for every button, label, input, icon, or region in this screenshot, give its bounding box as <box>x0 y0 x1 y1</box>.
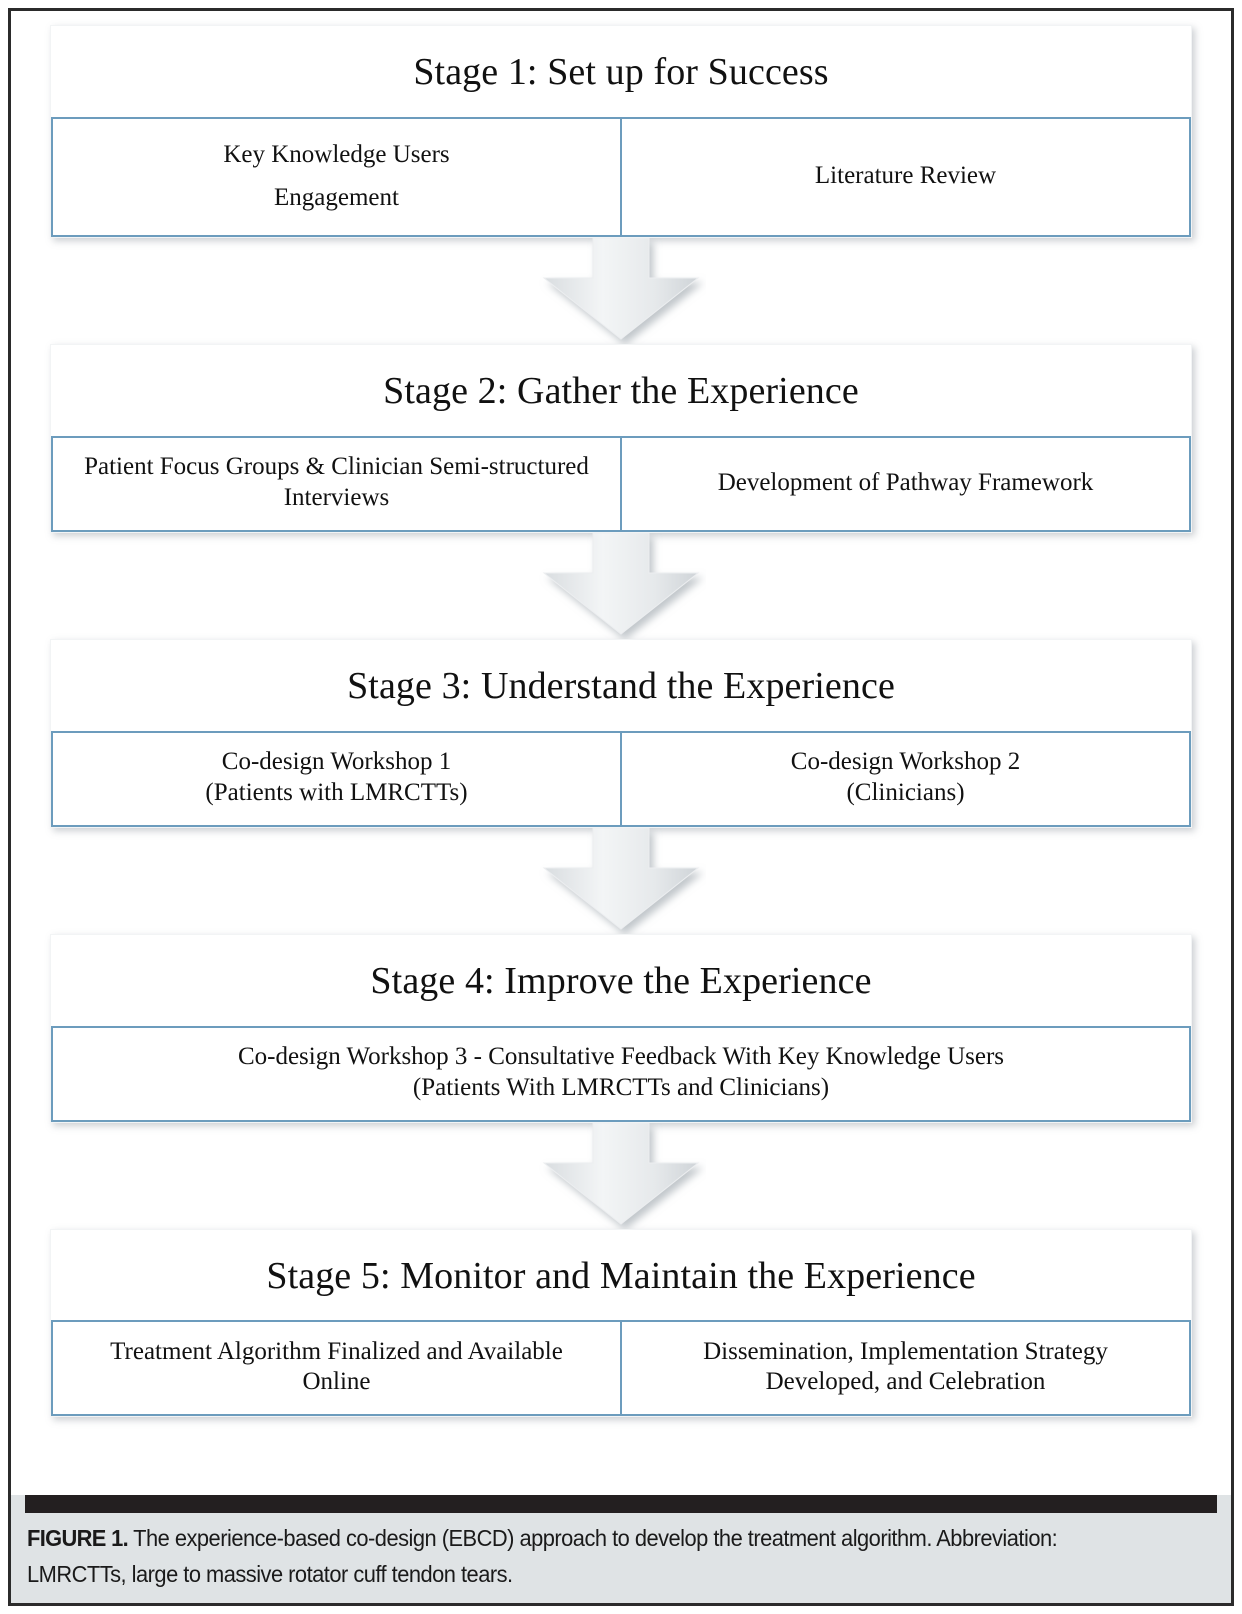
substage-text-line: Literature Review <box>814 162 997 190</box>
stage-3-substage-2: Co-design Workshop 2(Clinicians) <box>620 732 1189 825</box>
stage-4-substage-1: Co-design Workshop 3 - Consultative Feed… <box>53 1028 1189 1120</box>
stage-title-3: Stage 3: Understand the Experience <box>347 664 895 707</box>
stage-3-substage-row: Co-design Workshop 1(Patients with LMRCT… <box>51 730 1191 827</box>
stage-1-substage-2: Literature Review <box>620 118 1189 235</box>
arrow-stage1-to-stage2 <box>25 237 1217 344</box>
stage-title-1: Stage 1: Set up for Success <box>413 51 829 93</box>
stage-5-substage-1: Treatment Algorithm Finalized and Availa… <box>53 1322 620 1414</box>
down-arrow-icon <box>542 1122 700 1225</box>
down-arrow-icon <box>542 827 700 930</box>
substage-text-line: Online <box>302 1368 371 1396</box>
substage-text-line: Dissemination, Implementation Strategy <box>703 1337 1108 1365</box>
substage-text-line: (Patients with LMRCTTs) <box>205 778 468 806</box>
stage-5-substage-row: Treatment Algorithm Finalized and Availa… <box>51 1320 1191 1417</box>
stage-title-4: Stage 4: Improve the Experience <box>370 959 872 1002</box>
down-arrow-icon <box>542 237 700 340</box>
stage-4-substage-row: Co-design Workshop 3 - Consultative Feed… <box>51 1025 1191 1122</box>
stage-2-substage-2: Development of Pathway Framework <box>620 437 1189 530</box>
stage-3-substage-1: Co-design Workshop 1(Patients with LMRCT… <box>53 733 620 825</box>
substage-text-line: Co-design Workshop 1 <box>221 748 452 776</box>
stage-2-substage-row: Patient Focus Groups & Clinician Semi-st… <box>51 435 1191 532</box>
stage-title-2: Stage 2: Gather the Experience <box>383 369 859 412</box>
figure-caption-block: FIGURE 1. The experience-based co-design… <box>11 1479 1231 1603</box>
figure-caption-text: FIGURE 1. The experience-based co-design… <box>27 1521 1130 1592</box>
arrow-stage2-to-stage3 <box>25 532 1217 639</box>
arrow-stage3-to-stage4 <box>25 827 1217 934</box>
figure-caption-body: The experience-based co-design (EBCD) ap… <box>27 1525 1058 1587</box>
substage-text-line: (Clinicians) <box>846 778 965 806</box>
arrow-stage4-to-stage5 <box>25 1122 1217 1229</box>
stage-title-5: Stage 5: Monitor and Maintain the Experi… <box>266 1254 976 1297</box>
substage-text-line: Engagement <box>274 183 399 211</box>
stage-box-5: Stage 5: Monitor and Maintain the Experi… <box>50 1228 1192 1418</box>
down-arrow-icon <box>542 532 700 635</box>
substage-text-line: (Patients With LMRCTTs and Clinicians) <box>412 1073 830 1101</box>
substage-text-line: Patient Focus Groups & Clinician Semi-st… <box>84 453 589 511</box>
substage-text-line: Treatment Algorithm Finalized and Availa… <box>110 1337 563 1365</box>
substage-text-line: Co-design Workshop 2 <box>790 748 1021 776</box>
substage-text-line: Co-design Workshop 3 - Consultative Feed… <box>237 1043 1005 1071</box>
substage-text-line: Key Knowledge Users <box>223 140 450 168</box>
substage-text-line: Development of Pathway Framework <box>717 468 1094 496</box>
caption-rule-bar <box>25 1495 1217 1513</box>
stage-2-substage-1: Patient Focus Groups & Clinician Semi-st… <box>53 438 620 530</box>
substage-text-line: Developed, and Celebration <box>765 1368 1046 1396</box>
figure-caption-label: FIGURE 1. <box>27 1525 129 1551</box>
